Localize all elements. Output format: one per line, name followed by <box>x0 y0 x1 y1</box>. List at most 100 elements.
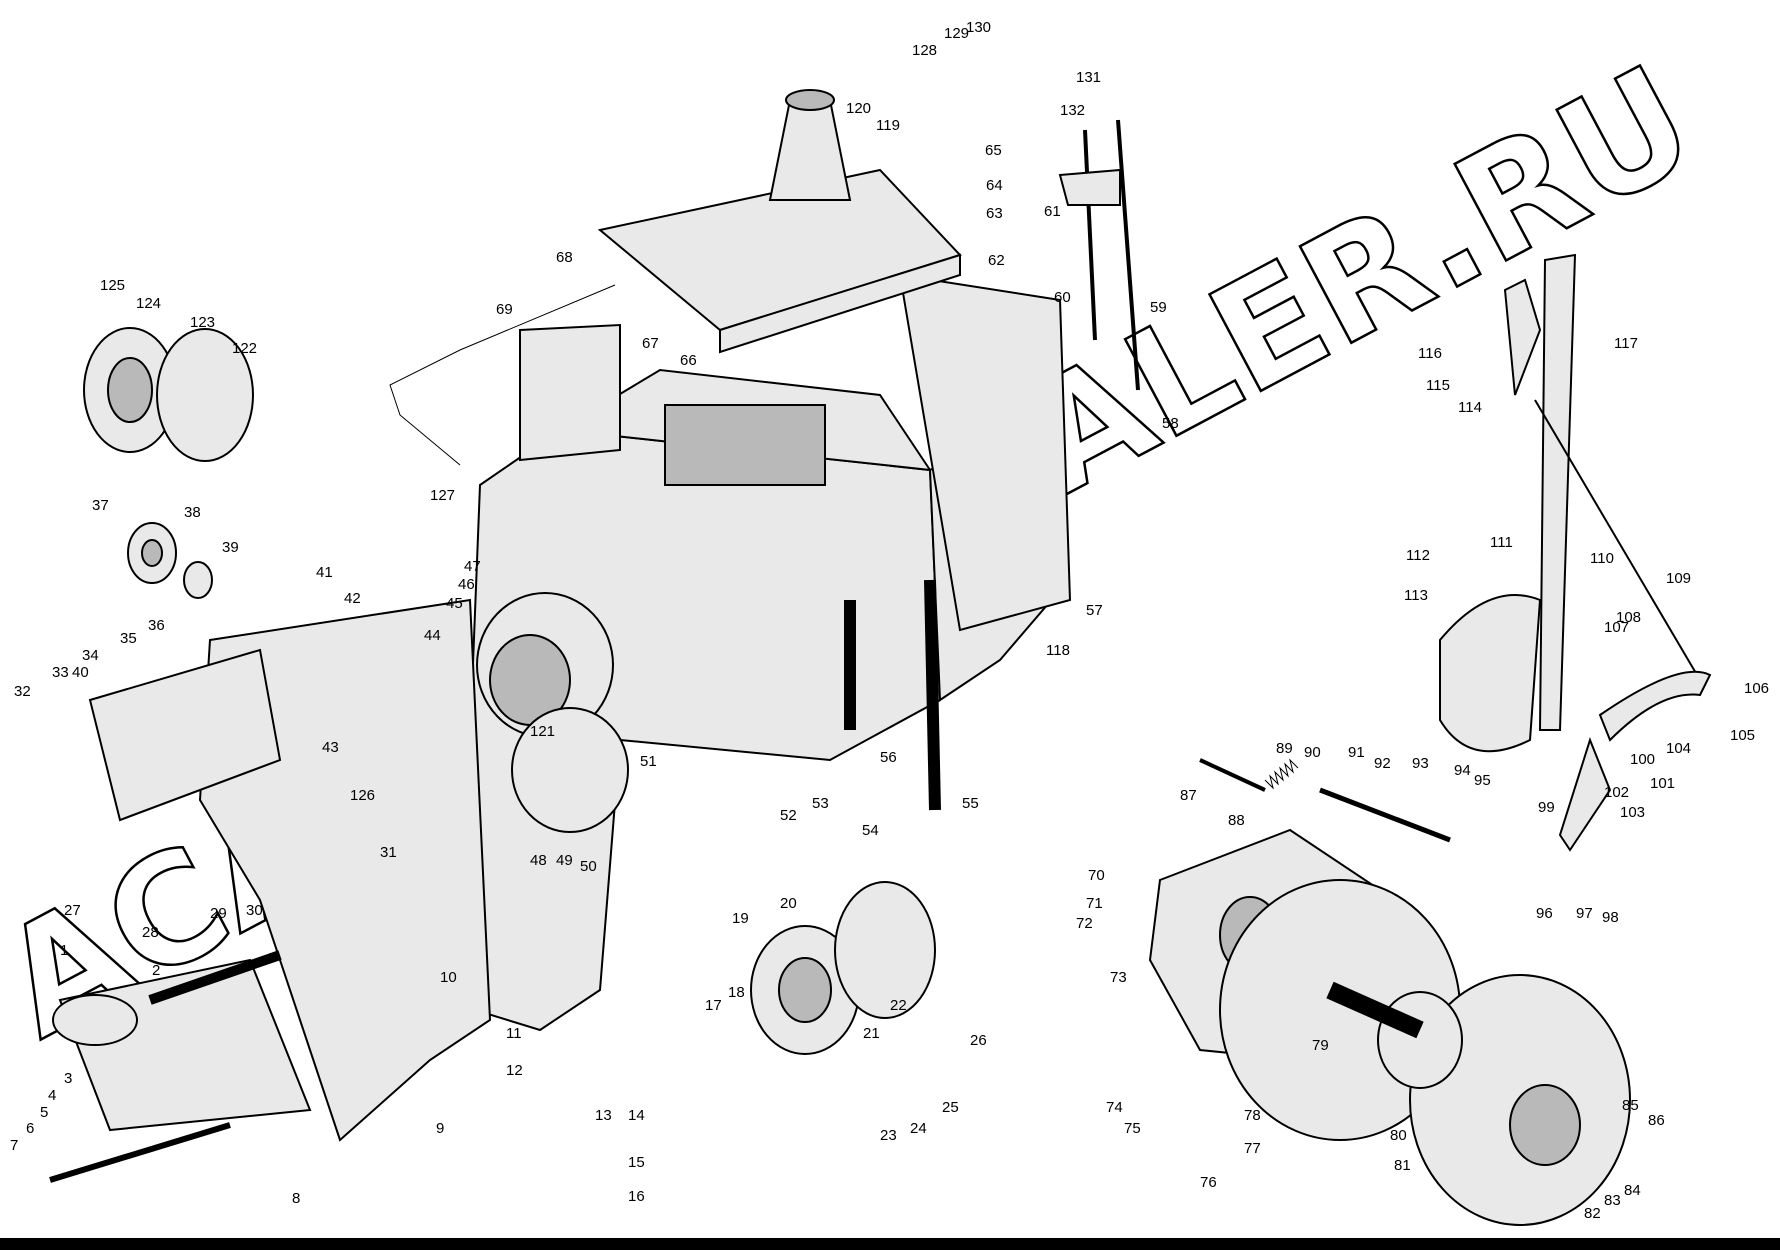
part-label: 42 <box>344 590 361 607</box>
part-label: 33 <box>52 664 69 681</box>
part-label: 31 <box>380 844 397 861</box>
part-label: 47 <box>464 558 481 575</box>
bell-housing <box>52 598 492 1142</box>
part-label: 107 <box>1604 619 1629 636</box>
part-label: 115 <box>1426 377 1450 394</box>
part-label: 72 <box>1076 915 1093 932</box>
part-label: 8 <box>292 1190 300 1207</box>
part-label: 105 <box>1730 727 1755 744</box>
part-label: 98 <box>1602 909 1619 926</box>
part-label: 96 <box>1536 905 1553 922</box>
part-label: 38 <box>184 504 201 521</box>
linkage-lever-99 <box>1558 737 1612 852</box>
part-label: 45 <box>446 595 463 612</box>
part-label: 68 <box>556 249 573 266</box>
part-label: 58 <box>1162 415 1179 432</box>
flange-123 <box>83 327 254 462</box>
part-label: 21 <box>863 1025 880 1042</box>
oil-pipe-68 <box>389 284 616 466</box>
part-label: 83 <box>1604 1192 1621 1209</box>
part-label: 24 <box>910 1120 927 1137</box>
part-label: 124 <box>136 295 161 312</box>
part-label: 126 <box>350 787 375 804</box>
part-label: 86 <box>1648 1112 1665 1129</box>
part-label: 57 <box>1086 602 1103 619</box>
bearing-cap-38 <box>127 522 213 599</box>
part-label: 13 <box>595 1107 612 1124</box>
part-label: 132 <box>1060 102 1085 119</box>
part-label: 100 <box>1630 751 1655 768</box>
part-label: 110 <box>1590 550 1614 567</box>
part-label: 120 <box>846 100 871 117</box>
part-label: 84 <box>1624 1182 1641 1199</box>
part-label: 69 <box>496 301 513 318</box>
part-label: 15 <box>628 1154 645 1171</box>
part-label: 6 <box>26 1120 34 1137</box>
bottom-border <box>0 1238 1780 1250</box>
part-label: 12 <box>506 1062 523 1079</box>
part-label: 117 <box>1614 335 1638 352</box>
part-label: 106 <box>1744 680 1769 697</box>
part-label: 1 <box>60 942 68 959</box>
part-label: 97 <box>1576 905 1593 922</box>
part-label: 116 <box>1418 345 1442 362</box>
part-label: 129 <box>944 25 969 42</box>
part-label: 71 <box>1086 895 1103 912</box>
part-label: 114 <box>1458 399 1482 416</box>
part-label: 63 <box>986 205 1003 222</box>
part-label: 87 <box>1180 787 1197 804</box>
flange-21 <box>750 881 936 1055</box>
part-label: 36 <box>148 617 165 634</box>
top-cover <box>597 89 962 354</box>
quadrant-104 <box>1598 670 1712 742</box>
part-label: 46 <box>458 576 475 593</box>
brake-lever-110 <box>1503 253 1701 731</box>
part-label: 60 <box>1054 289 1071 306</box>
part-label: 75 <box>1124 1120 1141 1137</box>
part-label: 11 <box>506 1025 522 1042</box>
part-label: 85 <box>1622 1097 1639 1114</box>
part-label: 80 <box>1390 1127 1407 1144</box>
part-label: 65 <box>985 142 1002 159</box>
part-label: 52 <box>780 807 797 824</box>
part-label: 95 <box>1474 772 1491 789</box>
part-label: 82 <box>1584 1205 1601 1222</box>
bolt-87 <box>1199 758 1266 792</box>
part-label: 7 <box>10 1137 18 1154</box>
bracket-113 <box>1439 594 1542 753</box>
part-label: 27 <box>64 902 81 919</box>
part-label: 78 <box>1244 1107 1261 1124</box>
part-label: 111 <box>1490 534 1513 551</box>
part-label: 81 <box>1394 1157 1411 1174</box>
part-label: 108 <box>1616 609 1641 626</box>
part-label: 130 <box>966 19 991 36</box>
part-label: 22 <box>890 997 907 1014</box>
part-label: 113 <box>1404 587 1428 604</box>
part-label: 128 <box>912 42 937 59</box>
part-label: 131 <box>1076 69 1101 86</box>
part-label: 23 <box>880 1127 897 1144</box>
part-label: 112 <box>1406 547 1430 564</box>
part-label: 10 <box>440 969 457 986</box>
bolt-2 <box>148 950 282 1005</box>
part-label: 91 <box>1348 744 1365 761</box>
bolt-7 <box>49 1122 231 1183</box>
brake-hub-80 <box>1326 981 1463 1089</box>
part-label: 119 <box>876 117 900 134</box>
part-label: 103 <box>1620 804 1645 821</box>
part-label: 122 <box>232 340 257 357</box>
part-label: 70 <box>1088 867 1105 884</box>
part-label: 102 <box>1604 784 1629 801</box>
part-label: 118 <box>1046 642 1070 659</box>
part-label: 94 <box>1454 762 1471 779</box>
part-label: 67 <box>642 335 659 352</box>
part-label: 53 <box>812 795 829 812</box>
part-label: 14 <box>628 1107 645 1124</box>
stud-55 <box>924 579 941 811</box>
part-label: 39 <box>222 539 239 556</box>
brake-drum-81 <box>1409 974 1631 1226</box>
part-label: 37 <box>92 497 109 514</box>
main-housing <box>403 273 1072 1032</box>
part-label: 35 <box>120 630 137 647</box>
